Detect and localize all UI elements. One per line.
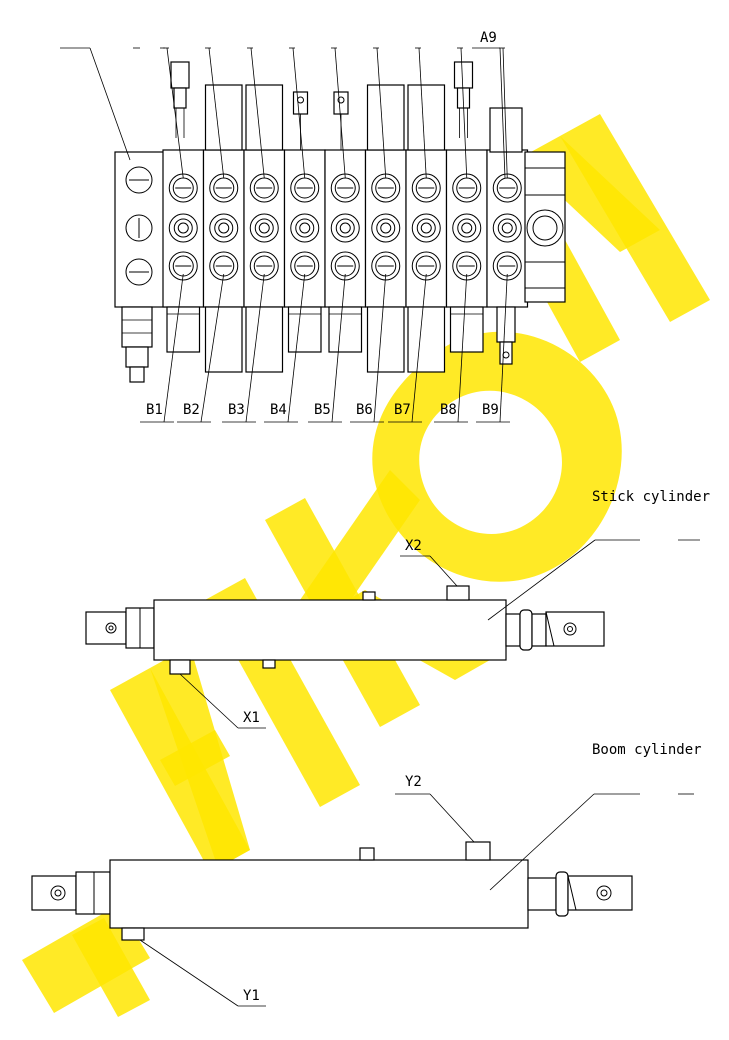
boom-left-clevis bbox=[31, 875, 77, 911]
valve-section-2 bbox=[202, 84, 245, 373]
outlet-port bbox=[526, 209, 564, 247]
relief-valve bbox=[121, 306, 153, 348]
watermark-letter-a-bar bbox=[160, 730, 230, 786]
valve-outlet-cover bbox=[524, 151, 566, 303]
valve-bottom-labels: B1 B2 B3 B4 B5 B6 B7 B8 B9 bbox=[146, 402, 499, 418]
label-b2: B2 bbox=[183, 402, 200, 418]
stick-cylinder: Stick cylinder X2 X1 bbox=[85, 489, 710, 729]
label-a9: A9 bbox=[480, 30, 497, 46]
label-b1: B1 bbox=[146, 402, 163, 418]
watermark-letter-o bbox=[372, 331, 622, 582]
valve-section-5 bbox=[324, 91, 367, 353]
valve-leader-lines bbox=[60, 47, 510, 423]
valve-sections bbox=[162, 61, 529, 373]
label-b9: B9 bbox=[482, 402, 499, 418]
inlet-port-top bbox=[125, 166, 153, 194]
valve-section-7 bbox=[405, 84, 448, 373]
valve-section-8 bbox=[445, 61, 488, 353]
valve-section-4 bbox=[283, 91, 326, 353]
boom-rod-eye bbox=[567, 875, 633, 911]
stick-rod-eye bbox=[545, 611, 605, 647]
label-y1: Y1 bbox=[243, 988, 260, 1004]
label-b4: B4 bbox=[270, 402, 287, 418]
valve-inlet-block bbox=[114, 151, 166, 308]
label-b7: B7 bbox=[394, 402, 411, 418]
watermark-letter-t-stem bbox=[72, 918, 150, 1017]
stick-barrel bbox=[153, 599, 507, 661]
boom-port-y2 bbox=[465, 841, 491, 861]
label-y2: Y2 bbox=[405, 774, 422, 790]
inlet-port-mid bbox=[125, 214, 153, 242]
stick-port-x1 bbox=[169, 659, 191, 675]
label-b8: B8 bbox=[440, 402, 457, 418]
valve-section-3 bbox=[243, 84, 286, 373]
label-x2: X2 bbox=[405, 538, 422, 554]
valve-section-6 bbox=[364, 84, 407, 373]
label-b3: B3 bbox=[228, 402, 245, 418]
boom-barrel bbox=[109, 859, 529, 929]
boom-port-y1 bbox=[121, 927, 145, 941]
watermark-letter-n-right bbox=[560, 114, 710, 322]
control-valve-bank bbox=[114, 61, 566, 383]
valve-section-1 bbox=[162, 61, 205, 353]
label-b6: B6 bbox=[356, 402, 373, 418]
boom-cylinder: Boom cylinder Y2 Y1 bbox=[31, 742, 702, 1007]
label-x1: X1 bbox=[243, 710, 260, 726]
stick-port-x2 bbox=[446, 585, 470, 601]
stick-cylinder-title: Stick cylinder bbox=[592, 489, 710, 505]
label-b5: B5 bbox=[314, 402, 331, 418]
inlet-port-bottom bbox=[125, 258, 153, 286]
boom-cylinder-title: Boom cylinder bbox=[592, 742, 702, 758]
